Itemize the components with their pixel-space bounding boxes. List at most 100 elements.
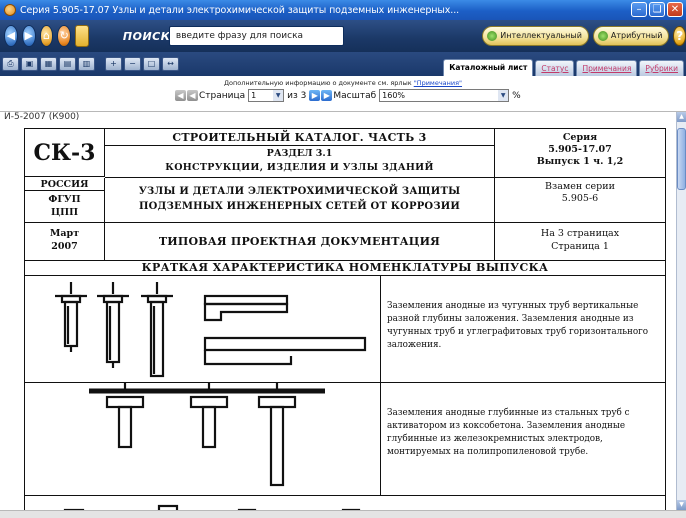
fit-width-icon[interactable]: ↔ xyxy=(162,57,179,71)
status-bar xyxy=(0,510,686,518)
document-toolbar: ⎙ ▣ ▦ ▤ ▥ + − □ ↔ Каталожный лист Статус… xyxy=(0,52,686,76)
issue: Выпуск 1 ч. 1,2 xyxy=(536,156,624,167)
document-view: И-5-2007 (К900) СК-3 СТРОИТЕЛЬНЫЙ КАТАЛО… xyxy=(0,112,676,510)
item-drawing-partial xyxy=(25,496,665,510)
pages-total: На 3 страницах xyxy=(540,228,620,239)
close-icon[interactable]: ✕ xyxy=(667,2,683,17)
section-line: РАЗДЕЛ 3.1 xyxy=(266,148,333,159)
doc-type: ТИПОВАЯ ПРОЕКТНАЯ ДОКУМЕНТАЦИЯ xyxy=(105,223,495,261)
date-cell: Март 2007 xyxy=(25,223,105,261)
page-label: Страница xyxy=(199,90,246,101)
help-icon[interactable]: ? xyxy=(673,26,686,46)
item-drawing-vertical-anodes xyxy=(25,276,381,382)
search-mode-icon xyxy=(487,30,498,41)
search-mode-icon xyxy=(597,30,608,41)
intellectual-search-button[interactable]: Интеллектуальный xyxy=(482,26,589,46)
search-input[interactable]: введите фразу для поиска xyxy=(168,26,345,46)
catalog-item xyxy=(25,496,665,510)
tab-notes[interactable]: Примечания xyxy=(576,60,638,76)
item-description: Заземления анодные из чугунных труб верт… xyxy=(387,301,649,350)
zoom-label: Масштаб xyxy=(333,90,377,101)
info-note: Дополнительную информацию о документе см… xyxy=(0,76,686,87)
series-code: СК-3 xyxy=(25,129,105,177)
forward-icon[interactable]: ▶ xyxy=(21,25,36,47)
sheet-header-row-3: Март 2007 ТИПОВАЯ ПРОЕКТНАЯ ДОКУМЕНТАЦИЯ… xyxy=(25,223,665,261)
pages-cell: На 3 страницах Страница 1 xyxy=(495,223,665,261)
refresh-icon[interactable]: ↻ xyxy=(57,25,72,47)
org-line-1: ФГУП xyxy=(48,194,81,205)
tab-catalog-sheet[interactable]: Каталожный лист xyxy=(443,59,534,76)
app-icon xyxy=(4,4,16,16)
document-title: УЗЛЫ И ДЕТАЛИ ЭЛЕКТРОХИМИЧЕСКОЙ ЗАЩИТЫ П… xyxy=(105,178,495,223)
attribute-search-button[interactable]: Атрибутный xyxy=(592,26,670,46)
scroll-thumb[interactable] xyxy=(677,128,686,190)
page-select[interactable]: 1▼ xyxy=(248,89,285,102)
next-page-icon[interactable]: ▶ xyxy=(309,90,321,101)
info-note-text: Дополнительную информацию о документе см… xyxy=(223,79,414,87)
deep-anode-drawing xyxy=(89,383,325,487)
window-controls: – ❏ ✕ xyxy=(631,2,683,17)
tab-status[interactable]: Статус xyxy=(535,60,575,76)
date-year: 2007 xyxy=(51,241,78,252)
replaces-label: Взамен серии xyxy=(545,181,615,192)
zoom-suffix: % xyxy=(512,90,521,101)
catalog-item: Заземления анодные глубинные из стальных… xyxy=(25,383,665,496)
first-page-icon[interactable]: ◀ xyxy=(175,90,186,101)
intellectual-search-label: Интеллектуальный xyxy=(500,31,582,40)
tab-strip: Каталожный лист Статус Примечания Рубрик… xyxy=(441,52,684,76)
page-value: 1 xyxy=(251,91,257,100)
catalog-title: СТРОИТЕЛЬНЫЙ КАТАЛОГ. ЧАСТЬ 3 xyxy=(105,129,494,146)
back-icon[interactable]: ◀ xyxy=(4,25,18,47)
info-strip: Дополнительную информацию о документе см… xyxy=(0,76,686,112)
page-current: Страница 1 xyxy=(551,241,609,252)
series-number: 5.905-17.07 xyxy=(548,144,612,155)
zoom-select[interactable]: 160% ▼ xyxy=(379,89,510,102)
zoom-value: 160% xyxy=(382,91,406,100)
document-code: И-5-2007 (К900) xyxy=(4,112,80,122)
scroll-up-icon[interactable]: ▲ xyxy=(677,112,686,122)
page-count: из 3 xyxy=(287,90,307,101)
catalog-title-cell: СТРОИТЕЛЬНЫЙ КАТАЛОГ. ЧАСТЬ 3 РАЗДЕЛ 3.1… xyxy=(105,129,495,178)
search-label: ПОИСК xyxy=(122,29,171,43)
anode-drawing xyxy=(55,282,367,378)
page-view-icon[interactable]: ▥ xyxy=(78,57,95,71)
fit-page-icon[interactable]: □ xyxy=(143,57,160,71)
export-icon[interactable]: ▤ xyxy=(59,57,76,71)
home-icon[interactable]: ⌂ xyxy=(39,25,54,47)
item-drawing-deep-anodes xyxy=(25,383,381,495)
last-page-icon[interactable]: ▶ xyxy=(321,90,333,101)
save-icon[interactable]: ▣ xyxy=(21,57,38,71)
attribute-search-label: Атрибутный xyxy=(610,31,663,40)
copy-icon[interactable]: ▦ xyxy=(40,57,57,71)
prev-page-icon[interactable]: ◀ xyxy=(187,90,198,101)
zoom-in-icon[interactable]: + xyxy=(105,57,122,71)
restore-icon[interactable]: ❏ xyxy=(649,2,665,17)
nav-toolbar: ◀ ▶ ⌂ ↻ ПОИСК введите фразу для поиска И… xyxy=(0,20,686,52)
page-navigation: ◀ ◀ Страница 1▼ из 3 ▶ ▶ Масштаб 160% ▼ % xyxy=(175,89,521,102)
replaces-cell: Взамен серии 5.905-6 xyxy=(495,178,665,223)
scroll-down-icon[interactable]: ▼ xyxy=(677,500,686,510)
series-label: Серия xyxy=(562,132,598,143)
doc-title-line-1: УЗЛЫ И ДЕТАЛИ ЭЛЕКТРОХИМИЧЕСКОЙ ЗАЩИТЫ xyxy=(138,186,461,197)
chevron-down-icon: ▼ xyxy=(498,90,509,101)
partial-drawing xyxy=(63,504,361,510)
date-month: Март xyxy=(49,228,80,239)
title-bar: Серия 5.905-17.07 Узлы и детали электрох… xyxy=(0,0,686,20)
item-description: Заземления анодные глубинные из стальных… xyxy=(387,408,630,457)
doc-title-line-2: ПОДЗЕМНЫХ ИНЖЕНЕРНЫХ СЕТЕЙ ОТ КОРРОЗИИ xyxy=(138,201,461,212)
series-cell: Серия 5.905-17.07 Выпуск 1 ч. 1,2 xyxy=(495,129,665,178)
country: РОССИЯ xyxy=(25,178,104,191)
minimize-icon[interactable]: – xyxy=(631,2,647,17)
catalog-sheet: СК-3 СТРОИТЕЛЬНЫЙ КАТАЛОГ. ЧАСТЬ 3 РАЗДЕ… xyxy=(24,128,666,510)
section-name: КОНСТРУКЦИИ, ИЗДЕЛИЯ И УЗЛЫ ЗДАНИЙ xyxy=(165,162,434,173)
replaces-value: 5.905-6 xyxy=(561,193,599,204)
tab-rubrics[interactable]: Рубрики xyxy=(639,60,684,76)
print-icon[interactable]: ⎙ xyxy=(2,57,19,71)
vertical-scrollbar[interactable]: ▲ ▼ xyxy=(676,112,686,510)
zoom-out-icon[interactable]: − xyxy=(124,57,141,71)
notes-link[interactable]: "Примечания" xyxy=(413,79,463,87)
folder-icon[interactable] xyxy=(75,25,89,47)
summary-heading: КРАТКАЯ ХАРАКТЕРИСТИКА НОМЕНКЛАТУРЫ ВЫПУ… xyxy=(25,261,665,276)
catalog-item: Заземления анодные из чугунных труб верт… xyxy=(25,276,665,383)
